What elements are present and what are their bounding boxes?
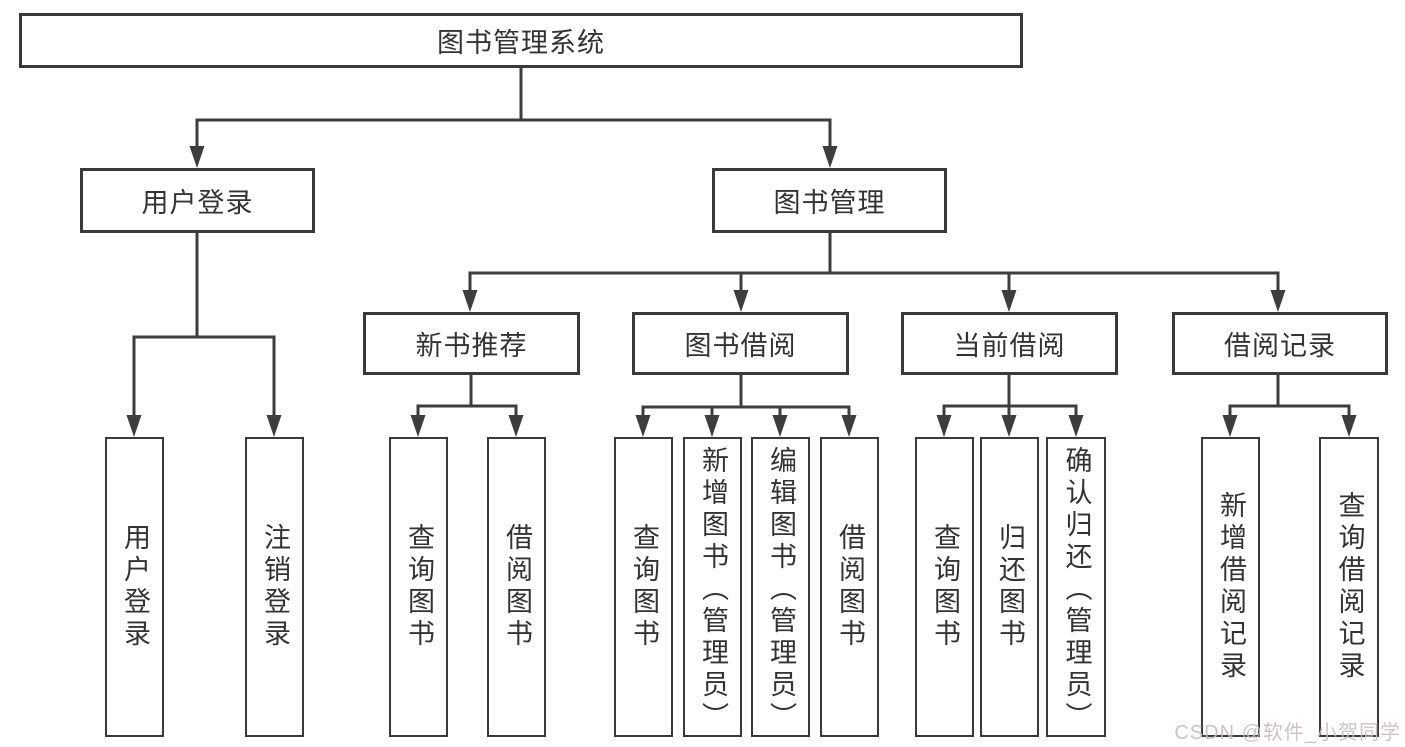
node-label: 查询图书 bbox=[404, 523, 434, 651]
node-label: 图书管理系统 bbox=[437, 28, 605, 58]
node-new-book-recommend: 新书推荐 bbox=[363, 312, 580, 375]
node-label: 注销登录 bbox=[260, 523, 290, 651]
node-user-login-leaf: 用户登录 bbox=[105, 437, 164, 737]
node-query-books-current: 查询图书 bbox=[915, 437, 974, 737]
node-borrow-books-borrowing: 借阅图书 bbox=[820, 437, 879, 737]
node-confirm-return-admin: 确认归还（管理员） bbox=[1046, 437, 1106, 737]
node-label: 借阅记录 bbox=[1224, 331, 1336, 361]
watermark-text: CSDN @软件_小贺同学 bbox=[1174, 722, 1401, 744]
node-query-borrow-record: 查询借阅记录 bbox=[1319, 437, 1379, 737]
node-label: 新书推荐 bbox=[415, 331, 528, 361]
connector-new-book-recommend-children bbox=[410, 375, 524, 437]
node-current-borrowing: 当前借阅 bbox=[901, 312, 1118, 375]
node-label: 图书管理 bbox=[773, 188, 886, 218]
connector-book-borrowing-children bbox=[635, 375, 857, 437]
node-add-borrow-record: 新增借阅记录 bbox=[1201, 437, 1260, 737]
connector-root-to-level2 bbox=[189, 68, 838, 168]
node-label: 当前借阅 bbox=[953, 331, 1066, 361]
node-book-management-branch: 图书管理 bbox=[712, 168, 947, 233]
node-label: 新增图书（管理员） bbox=[698, 446, 728, 734]
node-user-login-branch: 用户登录 bbox=[80, 168, 315, 233]
node-label: 用户登录 bbox=[141, 188, 254, 218]
node-label: 图书借阅 bbox=[684, 331, 797, 361]
node-label: 归还图书 bbox=[995, 523, 1025, 651]
connector-current-borrowing-children bbox=[936, 375, 1084, 437]
node-label: 查询图书 bbox=[629, 523, 659, 651]
node-label: 用户登录 bbox=[120, 523, 150, 651]
node-query-books-borrowing: 查询图书 bbox=[614, 437, 673, 737]
node-label: 查询图书 bbox=[930, 523, 960, 651]
connector-borrowing-records-children bbox=[1222, 375, 1357, 437]
node-borrow-books-recommend: 借阅图书 bbox=[487, 437, 546, 737]
node-query-books-recommend: 查询图书 bbox=[389, 437, 448, 737]
node-label: 确认归还（管理员） bbox=[1061, 446, 1092, 734]
connector-book-management-to-level3 bbox=[462, 233, 1286, 312]
connector-user-login-children bbox=[126, 233, 282, 437]
node-edit-book-admin: 编辑图书（管理员） bbox=[751, 437, 810, 737]
node-add-book-admin: 新增图书（管理员） bbox=[683, 437, 742, 737]
node-label: 查询借阅记录 bbox=[1334, 491, 1365, 683]
node-library-system: 图书管理系统 bbox=[19, 13, 1023, 68]
node-logout-leaf: 注销登录 bbox=[245, 437, 304, 737]
node-label: 新增借阅记录 bbox=[1216, 491, 1246, 683]
node-book-borrowing: 图书借阅 bbox=[632, 312, 849, 375]
node-label: 借阅图书 bbox=[835, 523, 865, 651]
node-label: 编辑图书（管理员） bbox=[766, 446, 796, 734]
node-borrowing-records: 借阅记录 bbox=[1172, 312, 1388, 375]
node-return-book: 归还图书 bbox=[980, 437, 1039, 737]
node-label: 借阅图书 bbox=[502, 523, 532, 651]
